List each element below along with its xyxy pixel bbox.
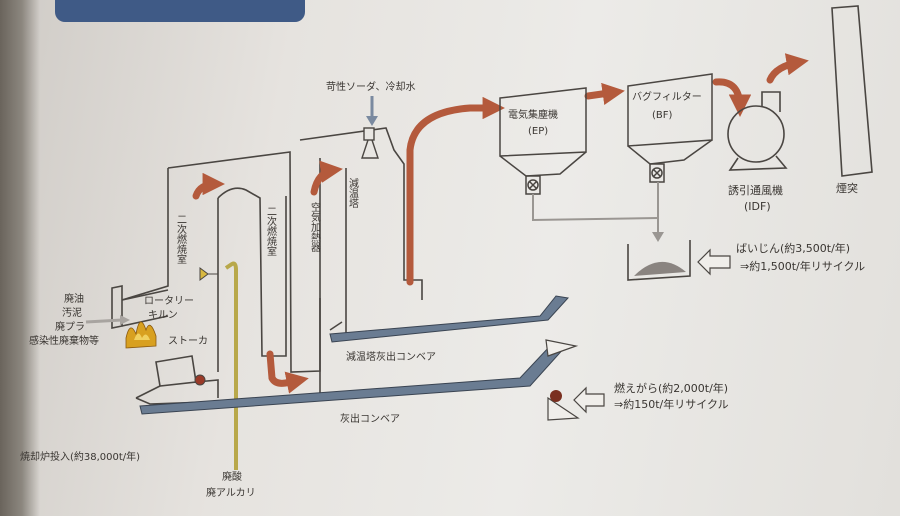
svg-text:ロータリー: ロータリー [144,295,194,307]
svg-text:廃油: 廃油 [64,292,84,305]
acid-alkali-label: 廃酸 廃アルカリ [206,470,256,499]
idf-label: 誘引通風機 (IDF) [728,183,783,213]
gas-flow-arrows [192,53,809,394]
svg-text:(IDF): (IDF) [744,200,771,213]
bf-label: バグフィルター (BF) [632,90,702,121]
secondary-combustion-label-2: 二次燃焼室 [265,206,277,256]
bag-filter [627,73,713,183]
incinerator-input-label: 焼却炉投入(約38,000t/年) [20,450,140,463]
svg-text:汚泥: 汚泥 [62,306,82,319]
screen-edge-shadow [0,0,40,516]
svg-text:廃アルカリ: 廃アルカリ [206,486,256,499]
svg-text:廃酸: 廃酸 [222,470,242,483]
cooling-conveyor-label: 減温塔灰出コンベア [346,350,436,363]
ep-label: 電気集塵機 (EP) [508,108,558,137]
nozzle-icon [199,267,218,281]
feeder-icon [194,374,206,386]
feed-waste-label: 廃油 汚泥 廃プラ 感染性廃棄物等 [29,292,99,347]
acid-alkali-line [224,261,238,470]
fly-ash-bin [627,240,691,281]
cooling-tower-label: 減温塔 [347,177,359,209]
svg-text:(EP): (EP) [528,126,548,137]
caustic-soda-label: 苛性ソーダ、冷却水 [326,80,416,93]
secondary-combustion-label-1: 二次燃焼室 [175,214,187,264]
fly-ash-label: ばいじん(約3,500t/年) ⇒約1,500t/年リサイクル [736,241,865,273]
svg-text:感染性廃棄物等: 感染性廃棄物等 [29,334,99,347]
dust-collection-lines [532,182,659,236]
cooling-tower-conveyor [329,295,569,343]
air-preheater-label: 空気加熱器 [309,201,321,253]
fly-ash-arrow [697,248,731,276]
svg-text:⇒約1,500t/年リサイクル: ⇒約1,500t/年リサイクル [740,259,865,273]
svg-text:ばいじん(約3,500t/年): ばいじん(約3,500t/年) [736,241,850,255]
fire-icon [125,321,157,349]
bottom-ash-arrow [573,386,605,414]
chimney [831,5,873,177]
svg-text:キルン: キルン [148,310,178,321]
svg-text:(BF): (BF) [652,110,673,121]
bottom-ash-icon [547,390,580,421]
feed-arrow [85,318,123,324]
ash-conveyor [139,339,579,415]
svg-text:廃プラ: 廃プラ [55,320,85,333]
svg-text:誘引通風機: 誘引通風機 [728,183,783,197]
chimney-label: 煙突 [836,181,858,195]
svg-text:燃えがら(約2,000t/年): 燃えがら(約2,000t/年) [614,381,728,395]
induced-draft-fan [727,91,788,171]
ash-conveyor-label: 灰出コンベア [340,412,400,425]
slide-title-bar [55,0,305,22]
svg-text:⇒約150t/年リサイクル: ⇒約150t/年リサイクル [614,397,729,411]
bottom-ash-label: 燃えがら(約2,000t/年) ⇒約150t/年リサイクル [614,381,729,411]
electrostatic-precipitator [499,87,587,195]
svg-text:バグフィルター: バグフィルター [632,90,702,103]
stoker-label: ストーカ [168,335,208,347]
spray-nozzle-icon [361,127,379,159]
svg-text:電気集塵機: 電気集塵機 [508,108,558,121]
rotary-kiln-label: ロータリー キルン [144,295,194,321]
